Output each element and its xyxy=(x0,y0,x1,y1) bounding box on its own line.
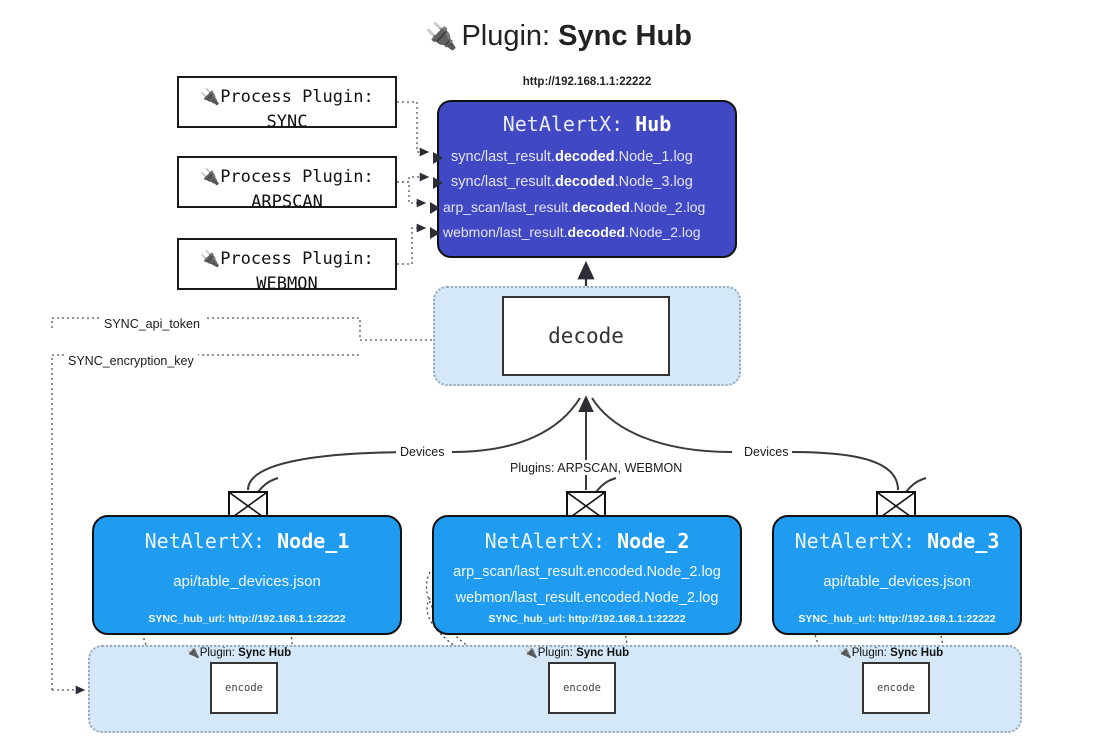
page-title-name: Sync Hub xyxy=(558,20,692,52)
plug-icon: 🔌 xyxy=(838,647,852,659)
plugin-tag-node3: 🔌Plugin: Sync Hub xyxy=(838,647,944,659)
arrow-icon xyxy=(430,227,440,239)
arrow-icon xyxy=(430,202,440,214)
secret-label-api-token: SYNC_api_token xyxy=(100,317,204,331)
edge-label-plugins: Plugins: ARPSCAN, WEBMON xyxy=(506,461,687,475)
plug-icon: 🔌 xyxy=(524,647,538,659)
node-hub-url: SYNC_hub_url: http://192.168.1.1:22222 xyxy=(798,613,996,625)
hub-log-line: sync/last_result.decoded.Node_1.log xyxy=(433,145,735,170)
node-line: api/table_devices.json xyxy=(173,573,321,590)
arrow-icon xyxy=(433,177,443,189)
node-line-list: arp_scan/last_result.encoded.Node_2.log … xyxy=(434,559,740,611)
plug-icon: 🔌 xyxy=(425,21,458,51)
hub-log-line: webmon/last_result.decoded.Node_2.log xyxy=(430,220,735,245)
node-title: NetAlertX: Node_1 xyxy=(144,529,350,553)
hub-title: NetAlertX: Hub xyxy=(502,112,672,136)
decode-box[interactable]: decode xyxy=(502,296,670,376)
process-plugin-name: SYNC xyxy=(266,112,308,132)
plug-icon: 🔌 xyxy=(186,647,200,659)
node-hub-url: SYNC_hub_url: http://192.168.1.1:22222 xyxy=(488,613,686,625)
encode-box-node3[interactable]: encode xyxy=(862,662,930,714)
process-plugin-name: WEBMON xyxy=(256,274,318,294)
node-hub-url: SYNC_hub_url: http://192.168.1.1:22222 xyxy=(148,613,346,625)
process-plugin-box-webmon[interactable]: 🔌Process Plugin: WEBMON xyxy=(177,238,397,294)
process-plugin-heading: 🔌Process Plugin: xyxy=(200,87,374,107)
arrow-icon xyxy=(433,152,443,164)
plug-icon: 🔌 xyxy=(200,89,221,106)
encode-box-node2[interactable]: encode xyxy=(548,662,616,714)
page-title: 🔌Plugin: Sync Hub xyxy=(0,16,1117,56)
node-title: NetAlertX: Node_2 xyxy=(484,529,690,553)
plug-icon: 🔌 xyxy=(200,251,221,268)
process-plugin-heading: 🔌Process Plugin: xyxy=(200,249,374,269)
edge-label-devices-left: Devices xyxy=(396,445,449,459)
node-title: NetAlertX: Node_3 xyxy=(794,529,1000,553)
hub-url-label: http://192.168.1.1:22222 xyxy=(522,76,652,88)
node-line: api/table_devices.json xyxy=(823,573,971,590)
node-line: arp_scan/last_result.encoded.Node_2.log xyxy=(453,564,721,580)
secret-label-encryption-key: SYNC_encryption_key xyxy=(64,354,198,368)
hub-log-line: sync/last_result.decoded.Node_3.log xyxy=(433,170,735,195)
node-box-node3[interactable]: NetAlertX: Node_3 api/table_devices.json… xyxy=(772,515,1022,635)
hub-node[interactable]: NetAlertX: Hub sync/last_result.decoded.… xyxy=(430,100,737,258)
process-plugin-heading: 🔌Process Plugin: xyxy=(200,167,374,187)
process-plugin-box-arpscan[interactable]: 🔌Process Plugin: ARPSCAN xyxy=(177,156,397,212)
edge-label-devices-right: Devices xyxy=(740,445,793,459)
hub-log-list: sync/last_result.decoded.Node_1.log sync… xyxy=(430,145,735,245)
hub-log-line: arp_scan/last_result.decoded.Node_2.log xyxy=(430,195,735,220)
process-plugin-name: ARPSCAN xyxy=(251,192,323,212)
plug-icon: 🔌 xyxy=(200,169,221,186)
plugin-tag-node2: 🔌Plugin: Sync Hub xyxy=(524,647,630,659)
node-line: webmon/last_result.encoded.Node_2.log xyxy=(455,590,719,606)
node-box-node1[interactable]: NetAlertX: Node_1 api/table_devices.json… xyxy=(92,515,402,635)
node-box-node2[interactable]: NetAlertX: Node_2 arp_scan/last_result.e… xyxy=(432,515,742,635)
process-plugin-box-sync[interactable]: 🔌Process Plugin: SYNC xyxy=(177,76,397,132)
plugin-tag-node1: 🔌Plugin: Sync Hub xyxy=(186,647,292,659)
page-title-prefix: Plugin: xyxy=(461,20,551,52)
encode-box-node1[interactable]: encode xyxy=(210,662,278,714)
